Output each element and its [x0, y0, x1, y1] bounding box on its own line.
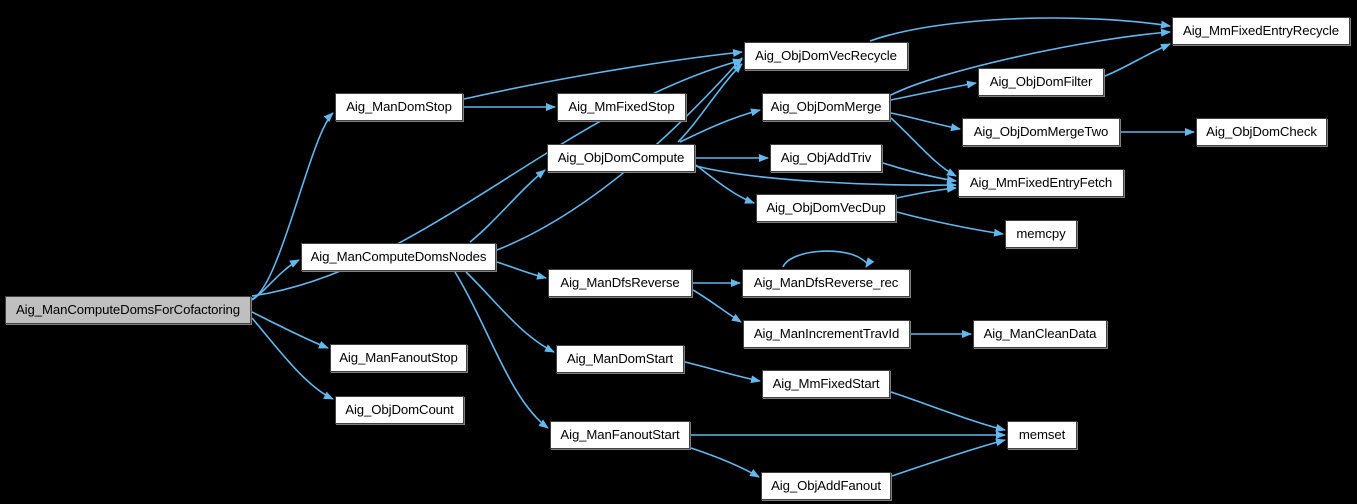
graph-edge-root-to-manFanoutStop — [251, 311, 329, 349]
graph-node-objAddTriv[interactable]: Aig_ObjAddTriv — [770, 144, 882, 172]
graph-edge-manDomStop-to-objDomVecRecycle — [463, 48, 743, 100]
graph-node-manIncrementTravId[interactable]: Aig_ManIncrementTravId — [743, 320, 910, 348]
graph-edge-manDfsReverseRec-to-manDfsReverseRec — [782, 250, 875, 268]
graph-edge-manComputeDomsNodes-to-objDomCompute — [469, 169, 546, 243]
graph-node-label: Aig_ObjDomCount — [345, 402, 454, 418]
graph-node-label: Aig_ManDfsReverse_rec — [753, 275, 899, 291]
graph-edge-root-to-manComputeDomsNodes — [251, 259, 300, 301]
graph-node-label: Aig_ManComputeDomsNodes — [310, 249, 487, 265]
graph-edge-objDomMerge-to-objDomMergeTwo — [890, 112, 961, 132]
graph-node-mmFixedStart[interactable]: Aig_MmFixedStart — [762, 370, 890, 398]
graph-edge-manDfsReverse-to-manIncrementTravId — [692, 289, 742, 323]
graph-node-label: Aig_ManComputeDomsForCofactoring — [15, 302, 240, 318]
graph-node-label: Aig_ObjDomVecRecycle — [755, 48, 897, 64]
graph-node-objDomMerge[interactable]: Aig_ObjDomMerge — [762, 93, 890, 121]
graph-node-objDomFilter[interactable]: Aig_ObjDomFilter — [978, 68, 1104, 96]
graph-node-mmFixedEntryFetch[interactable]: Aig_MmFixedEntryFetch — [958, 169, 1124, 197]
graph-edge-root-to-objDomVecRecycle — [251, 58, 743, 297]
graph-node-objAddFanout[interactable]: Aig_ObjAddFanout — [761, 472, 891, 500]
graph-node-label: Aig_MmFixedStop — [568, 99, 675, 115]
graph-node-label: memcpy — [1016, 226, 1066, 242]
graph-node-label: Aig_ManIncrementTravId — [753, 326, 900, 342]
graph-edge-manFanoutStart-to-objAddFanout — [690, 447, 760, 478]
graph-node-objDomVecRecycle[interactable]: Aig_ObjDomVecRecycle — [744, 42, 908, 70]
graph-edge-manComputeDomsNodes-to-manFanoutStart — [454, 271, 549, 429]
graph-node-label: Aig_ManCleanData — [983, 326, 1097, 342]
graph-edge-objDomVecRecycle-to-mmFixedEntryRecycle — [869, 17, 1171, 42]
graph-node-memcpy[interactable]: memcpy — [1005, 220, 1077, 248]
graph-node-objDomVecDup[interactable]: Aig_ObjDomVecDup — [756, 194, 896, 222]
graph-edge-objDomMerge-to-objDomFilter — [890, 80, 977, 101]
graph-node-label: Aig_MmFixedEntryRecycle — [1183, 23, 1339, 39]
graph-node-manComputeDomsNodes[interactable]: Aig_ManComputeDomsNodes — [301, 243, 496, 271]
graph-node-memset[interactable]: memset — [1007, 421, 1077, 449]
graph-edge-manComputeDomsNodes-to-manDomStart — [465, 271, 555, 353]
graph-node-manCleanData[interactable]: Aig_ManCleanData — [973, 320, 1107, 348]
graph-node-label: Aig_ObjAddFanout — [771, 478, 881, 494]
graph-node-label: memset — [1018, 427, 1066, 443]
graph-edge-manComputeDomsNodes-to-objDomVecRecycle — [496, 57, 743, 251]
graph-node-label: Aig_ManFanoutStart — [560, 427, 680, 443]
graph-edge-objDomVecDup-to-mmFixedEntryFetch — [896, 184, 957, 199]
graph-node-manDfsReverse[interactable]: Aig_ManDfsReverse — [548, 269, 692, 297]
graph-node-label: Aig_ManFanoutStop — [339, 350, 458, 366]
graph-node-label: Aig_ManDomStart — [566, 351, 674, 367]
graph-node-label: Aig_ObjDomCompute — [557, 150, 685, 166]
graph-node-objDomCheck[interactable]: Aig_ObjDomCheck — [1196, 118, 1327, 146]
graph-node-label: Aig_ManDfsReverse — [560, 275, 680, 291]
graph-edge-objDomCompute-to-objDomVecDup — [695, 164, 755, 204]
graph-node-label: Aig_ObjDomFilter — [989, 74, 1093, 90]
graph-edge-objDomCompute-to-mmFixedEntryFetch — [695, 165, 957, 190]
graph-node-label: Aig_MmFixedEntryFetch — [969, 175, 1113, 191]
graph-node-root[interactable]: Aig_ManComputeDomsForCofactoring — [5, 296, 251, 324]
graph-edge-root-to-manDomStop — [251, 112, 334, 300]
graph-node-manDomStart[interactable]: Aig_ManDomStart — [556, 345, 684, 373]
graph-edge-objDomCompute-to-objDomMerge — [679, 108, 761, 143]
graph-edge-mmFixedStart-to-memset — [890, 391, 1006, 432]
graph-node-label: Aig_ObjDomVecDup — [766, 200, 886, 216]
graph-edge-manDomStart-to-mmFixedStart — [684, 361, 761, 384]
graph-node-mmFixedStop[interactable]: Aig_MmFixedStop — [557, 93, 686, 121]
graph-node-label: Aig_ObjDomMergeTwo — [973, 124, 1109, 140]
graph-node-manDomStop[interactable]: Aig_ManDomStop — [335, 93, 463, 121]
graph-node-label: Aig_ManDomStop — [346, 99, 452, 115]
graph-edge-objDomFilter-to-mmFixedEntryRecycle — [1104, 43, 1171, 77]
graph-node-objDomCompute[interactable]: Aig_ObjDomCompute — [547, 144, 695, 172]
graph-edge-objAddTriv-to-mmFixedEntryFetch — [882, 162, 957, 184]
graph-edge-manComputeDomsNodes-to-manDfsReverse — [496, 261, 547, 280]
graph-node-objDomCount[interactable]: Aig_ObjDomCount — [335, 396, 464, 424]
graph-node-label: Aig_ObjDomMerge — [770, 99, 882, 115]
graph-node-objDomMergeTwo[interactable]: Aig_ObjDomMergeTwo — [962, 118, 1120, 146]
graph-edge-objDomCompute-to-objDomVecRecycle — [677, 63, 743, 143]
graph-edge-root-to-objDomCount — [251, 317, 334, 400]
graph-node-label: Aig_ObjAddTriv — [780, 150, 872, 166]
graph-node-manFanoutStop[interactable]: Aig_ManFanoutStop — [330, 344, 467, 372]
graph-edge-objDomMerge-to-mmFixedEntryRecycle — [890, 28, 1171, 96]
graph-node-mmFixedEntryRecycle[interactable]: Aig_MmFixedEntryRecycle — [1172, 17, 1350, 45]
graph-edge-objAddFanout-to-memset — [891, 438, 1006, 477]
graph-edge-objDomMerge-to-mmFixedEntryFetch — [890, 117, 957, 177]
graph-node-label: Aig_ObjDomCheck — [1206, 124, 1317, 140]
graph-node-manFanoutStart[interactable]: Aig_ManFanoutStart — [550, 421, 690, 449]
graph-node-manDfsReverseRec[interactable]: Aig_ManDfsReverse_rec — [742, 269, 910, 297]
graph-node-label: Aig_MmFixedStart — [772, 376, 880, 392]
graph-edge-objDomVecDup-to-memcpy — [896, 211, 1004, 237]
